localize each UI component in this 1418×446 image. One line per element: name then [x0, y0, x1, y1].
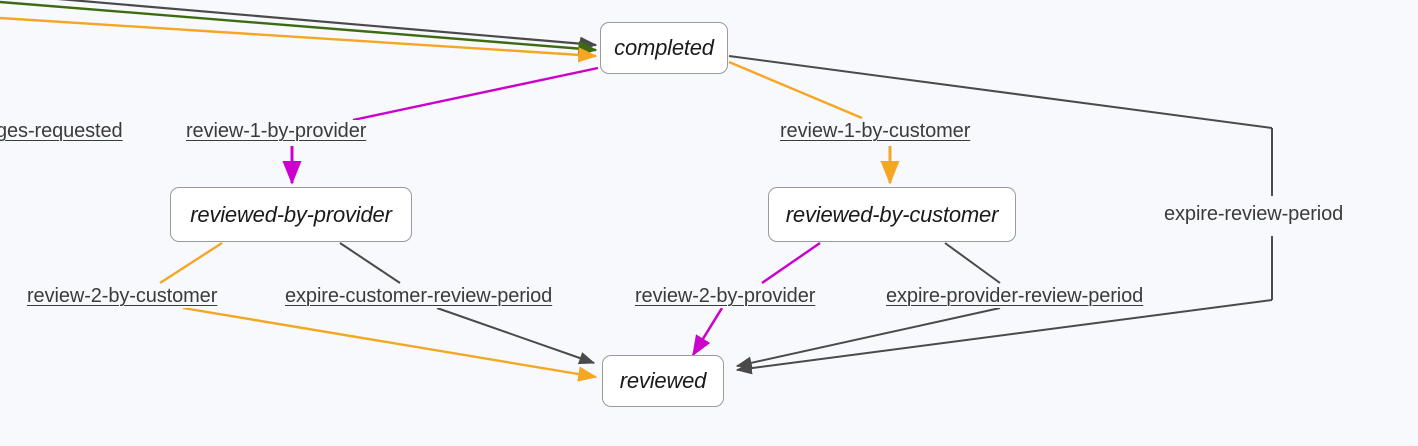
edge-incoming-gray: [57, 0, 598, 51]
edge-label-expire-provider-review-period[interactable]: expire-provider-review-period: [884, 285, 1146, 308]
state-label-reviewed: reviewed: [619, 368, 707, 393]
edge-label-review-2-by-provider[interactable]: review-2-by-provider: [633, 285, 818, 308]
state-label-completed: completed: [614, 35, 714, 60]
edge-label-expire-customer-review-period[interactable]: expire-customer-review-period: [283, 285, 555, 308]
edge-rbp-to-reviewed-gray-seg1: [339, 242, 401, 284]
state-node-reviewed-by-provider[interactable]: reviewed-by-provider: [170, 187, 412, 242]
state-node-reviewed-by-customer[interactable]: reviewed-by-customer: [768, 187, 1016, 242]
edge-rbp-to-reviewed-gray-seg2: [436, 307, 596, 365]
edge-rbc-to-reviewed-magenta-seg1: [761, 242, 821, 284]
edge-label-review-1-by-customer[interactable]: review-1-by-customer: [778, 120, 973, 143]
state-label-reviewed-by-customer: reviewed-by-customer: [785, 201, 999, 227]
state-label-reviewed-by-provider: reviewed-by-provider: [190, 201, 392, 227]
edge-incoming-orange: [0, 16, 598, 63]
edge-completed-to-reviewed-seg1: [728, 55, 1273, 129]
edge-completed-to-reviewed-by-customer-seg1: [728, 60, 863, 120]
edge-label-review-1-by-provider[interactable]: review-1-by-provider: [184, 120, 369, 143]
edge-rbc-to-reviewed-gray-seg2: [735, 307, 1001, 370]
edge-completed-to-reviewed-seg4: [735, 299, 1273, 375]
edge-rbc-to-reviewed-magenta-seg2: [691, 307, 724, 357]
edge-incoming-green: [0, 0, 598, 57]
edge-rbp-to-reviewed-orange-seg1: [159, 241, 223, 285]
state-node-reviewed[interactable]: reviewed: [602, 355, 724, 407]
edge-label-expire-review-period[interactable]: expire-review-period: [1162, 203, 1346, 226]
edge-label-changes-requested[interactable]: ges-requested: [0, 120, 125, 143]
state-node-completed[interactable]: completed: [600, 22, 728, 74]
edge-rbp-to-reviewed-orange-seg2: [182, 306, 598, 382]
edge-rbc-to-reviewed-gray-seg1: [944, 242, 1001, 284]
edge-label-review-2-by-customer[interactable]: review-2-by-customer: [25, 285, 220, 308]
edge-completed-to-reviewed-by-provider-seg1: [352, 66, 599, 122]
